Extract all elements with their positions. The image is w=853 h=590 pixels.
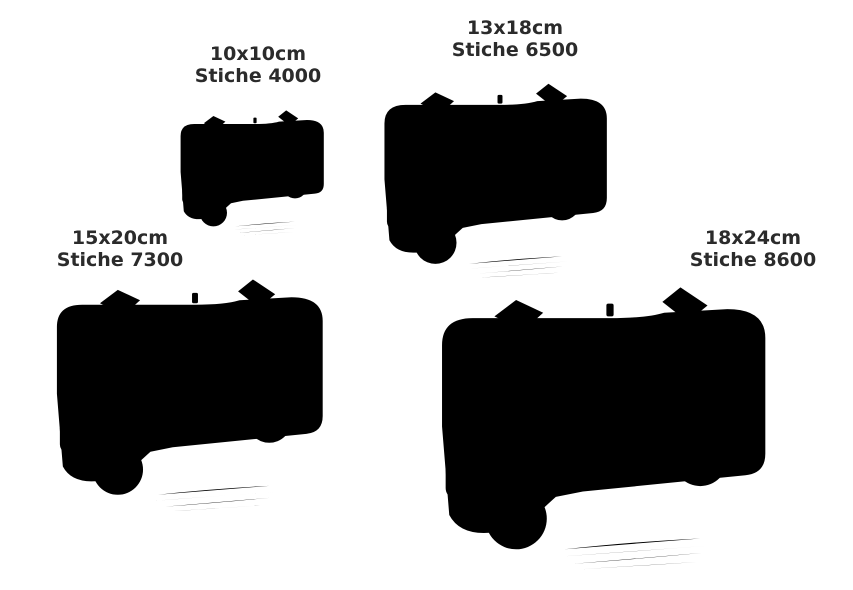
camper-15x20-illustration	[56, 279, 323, 512]
design-size: 10x10cm	[209, 43, 307, 65]
design-label-10x10: 10x10cm Stiche 4000	[178, 43, 338, 88]
camper-10x10-illustration	[180, 110, 324, 236]
camper-13x18-illustration	[384, 83, 607, 278]
design-label-15x20: 15x20cm Stiche 7300	[35, 227, 205, 272]
design-label-13x18: 13x18cm Stiche 6500	[430, 17, 600, 62]
design-size: 18x24cm	[704, 227, 802, 249]
design-stitch-count: Stiche 8600	[689, 248, 817, 271]
design-size: 13x18cm	[466, 17, 564, 39]
design-size: 15x20cm	[71, 227, 169, 249]
camper-18x24-illustration	[442, 287, 766, 570]
design-stitch-count: Stiche 6500	[451, 38, 579, 61]
design-stitch-count: Stiche 4000	[194, 64, 322, 87]
design-stitch-count: Stiche 7300	[56, 248, 184, 271]
design-label-18x24: 18x24cm Stiche 8600	[668, 227, 838, 272]
